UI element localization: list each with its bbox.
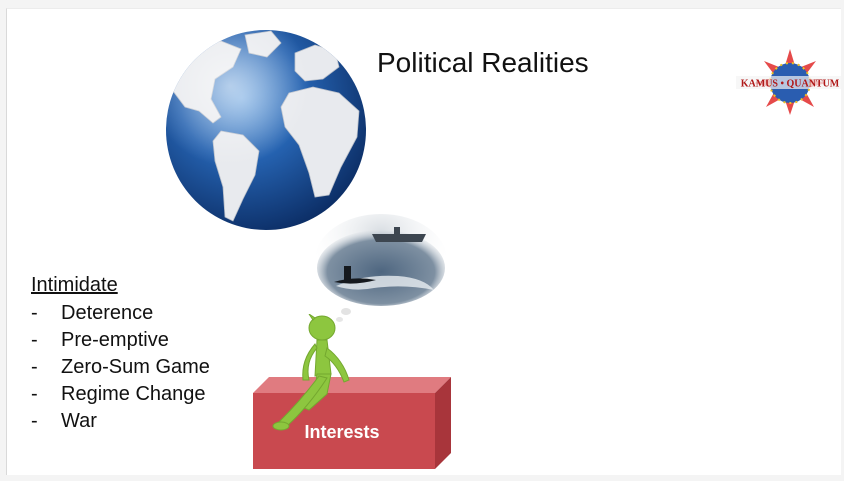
list-item: - War [31, 408, 210, 435]
bullet-dash: - [31, 329, 38, 351]
slide-title: Political Realities [377, 47, 589, 78]
bullet-dash: - [31, 410, 38, 432]
globe-image [166, 30, 366, 230]
list-item: - Deterence [31, 300, 210, 327]
list-item: - Regime Change [31, 381, 210, 408]
bullet-dash: - [31, 302, 38, 324]
bullet-dash: - [31, 356, 38, 378]
list-item: - Zero-Sum Game [31, 354, 210, 381]
intimidate-list: Intimidate - Deterence - Pre-emptive - Zero… [31, 274, 210, 435]
bullet-dash: - [31, 383, 38, 405]
list-item-text: Regime Change [61, 383, 206, 405]
list-item: - Pre-emptive [31, 327, 210, 354]
list-heading: Intimidate [31, 274, 118, 296]
thought-dot [336, 317, 343, 322]
list-item-text: Deterence [61, 302, 154, 324]
kamus-quantum-logo: KAMUS • QUANTUM [736, 49, 841, 115]
green-figure-image [272, 314, 350, 431]
list-item-text: Pre-emptive [61, 329, 169, 351]
interests-box [253, 377, 451, 469]
svg-text:KAMUS • QUANTUM: KAMUS • QUANTUM [741, 79, 840, 90]
list-item-text: Zero-Sum Game [61, 356, 210, 378]
thought-dot [341, 308, 351, 315]
list-item-text: War [61, 410, 97, 432]
slide: Political Realities KAMUS • QUANTUM [6, 8, 841, 475]
warship-submarine-image [315, 214, 447, 306]
interests-label: Interests [304, 422, 380, 442]
